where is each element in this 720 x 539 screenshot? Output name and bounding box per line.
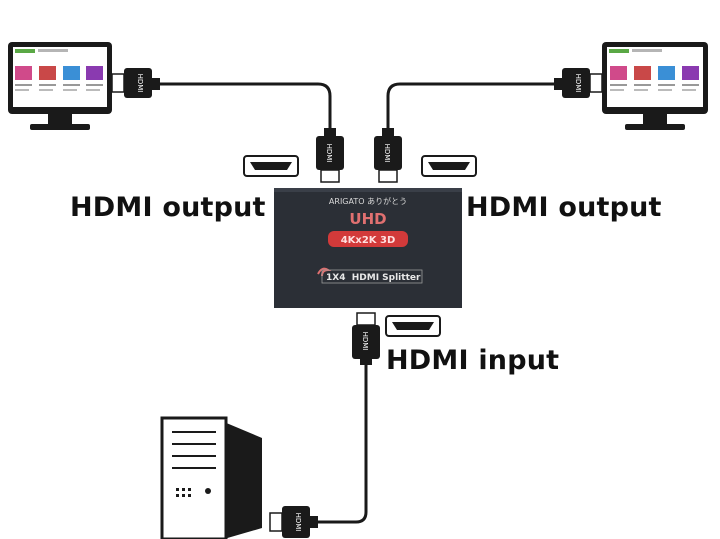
splitter-uhd: UHD xyxy=(349,210,386,228)
plug-right-monitor-text: HDMI xyxy=(574,74,582,93)
plug-left-output-text: HDMI xyxy=(325,144,333,163)
hdmi-output-label-left: HDMI output xyxy=(70,192,266,223)
splitter-model: 1X4 HDMI Splitter xyxy=(326,273,421,283)
plug-left-output: HDMI xyxy=(316,128,344,183)
plug-left-monitor: HDMI xyxy=(111,68,160,98)
plug-input-text: HDMI xyxy=(361,332,369,351)
splitter-brand: ARIGATO ありがとう xyxy=(329,196,407,206)
plug-pc: HDMI xyxy=(269,506,318,538)
hdmi-port-icon-right xyxy=(421,155,477,177)
plug-pc-text: HDMI xyxy=(294,513,302,532)
hdmi-port-icon-input xyxy=(385,315,441,337)
power-button-icon xyxy=(205,488,211,494)
hdmi-port-icon-left xyxy=(243,155,299,177)
hdmi-input-label: HDMI input xyxy=(386,345,560,376)
plug-left-monitor-text: HDMI xyxy=(136,74,144,93)
pc-tower xyxy=(160,416,262,539)
cable-right-output xyxy=(386,82,562,132)
cable-left-output xyxy=(156,82,332,132)
plug-input: HDMI xyxy=(352,312,380,365)
plug-right-output-text: HDMI xyxy=(383,144,391,163)
cables xyxy=(156,82,562,524)
plug-right-monitor: HDMI xyxy=(554,68,603,98)
hdmi-splitter: ARIGATO ありがとう UHD 4Kx2K 3D 1X4 HDMI Spli… xyxy=(274,188,462,308)
monitor-right xyxy=(602,42,708,130)
monitor-left xyxy=(8,42,112,130)
plug-right-output: HDMI xyxy=(374,128,402,183)
splitter-resolution: 4Kx2K 3D xyxy=(341,235,396,246)
hdmi-output-label-right: HDMI output xyxy=(466,192,662,223)
cable-input xyxy=(316,360,368,524)
